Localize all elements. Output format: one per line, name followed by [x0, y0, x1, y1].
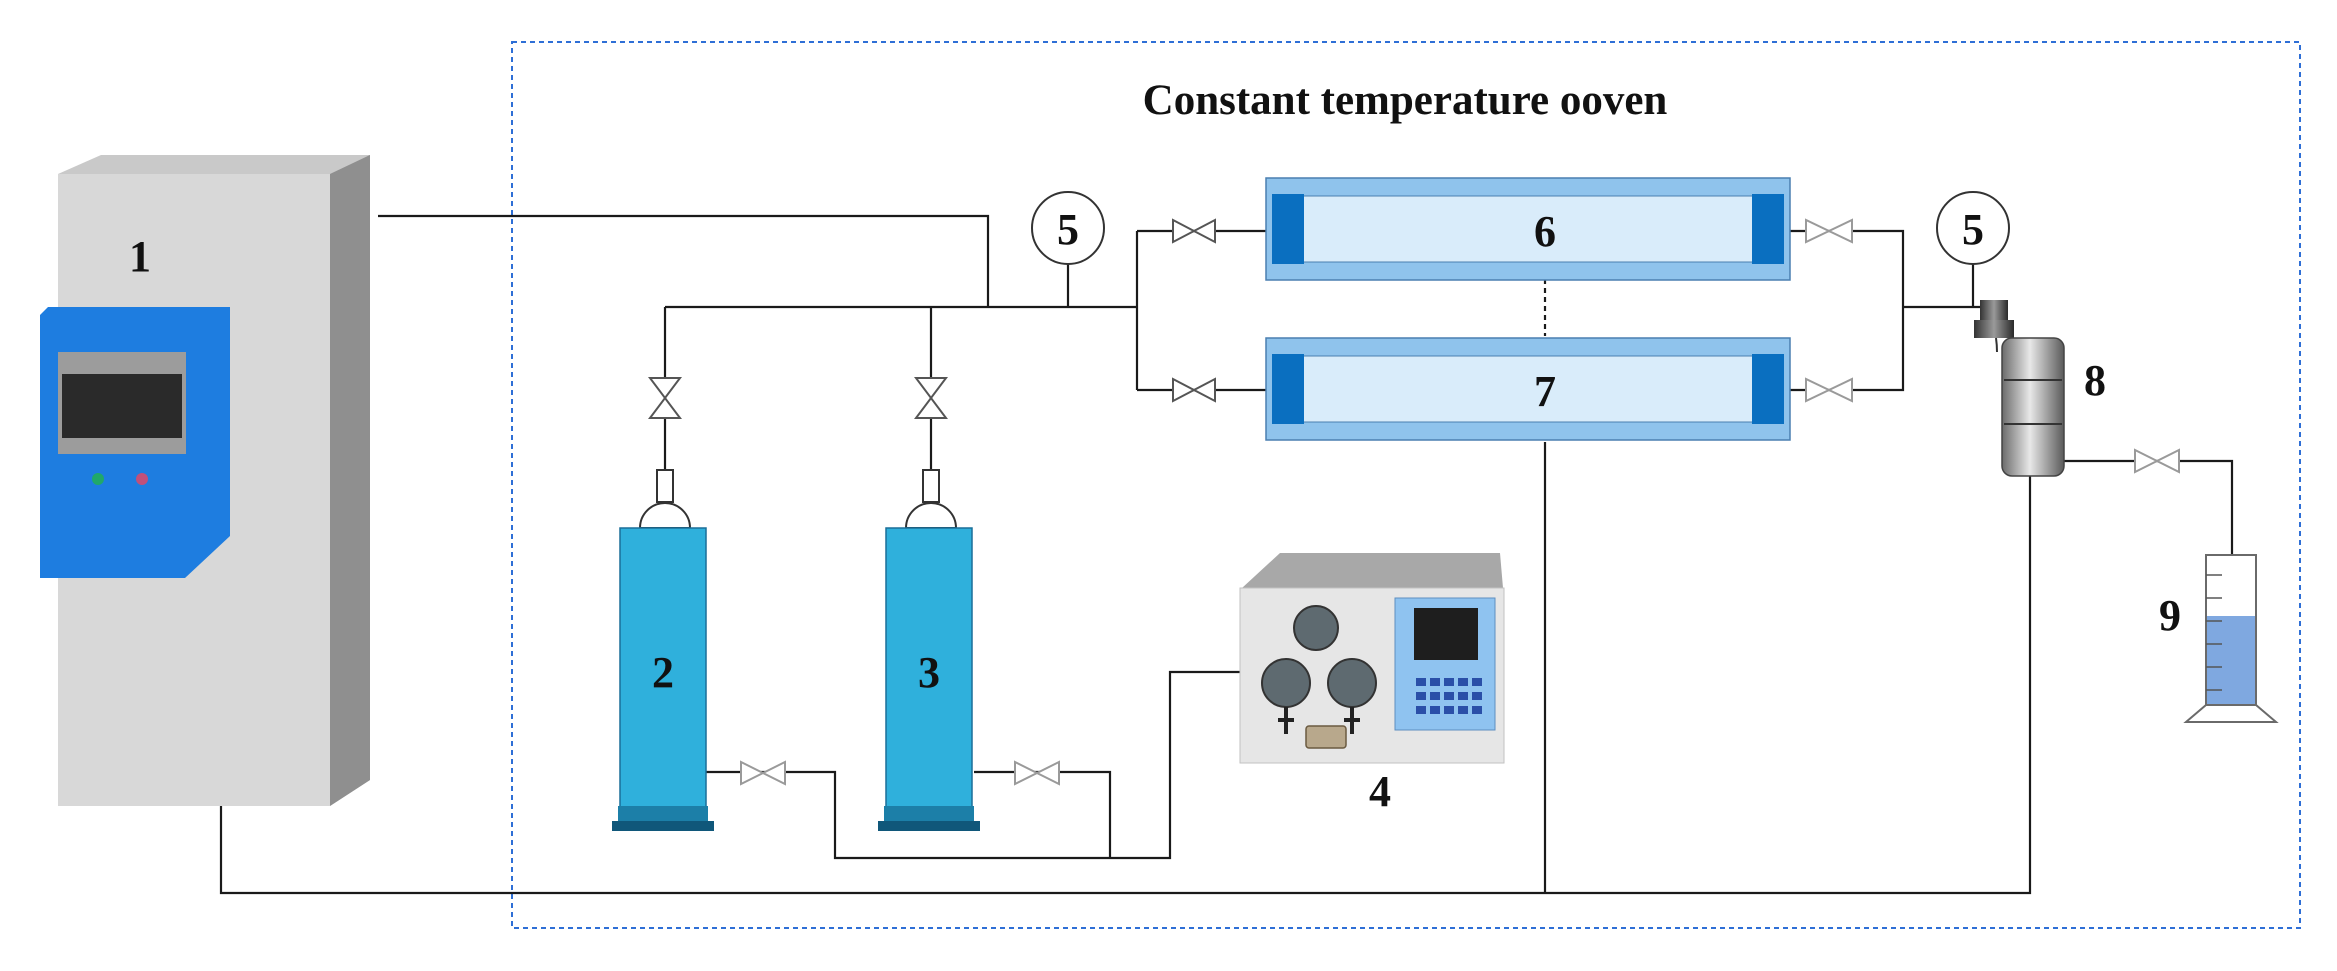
- valve-holder-7-outlet: [1805, 377, 1853, 403]
- label-gauge-outlet: 5: [1962, 205, 1984, 254]
- valve-cylinder-2-outlet: [740, 760, 786, 786]
- valve-cylinder-2: [648, 377, 682, 419]
- measuring-cylinder: 9: [2159, 554, 2279, 723]
- valve-holder-6-inlet: [1172, 218, 1216, 244]
- valve-cylinder-3: [914, 377, 948, 419]
- label-core-holder-6: 6: [1534, 207, 1556, 256]
- controller-cabinet: 1: [40, 155, 370, 806]
- label-core-holder-7: 7: [1534, 367, 1556, 416]
- cylinder-2: 2: [612, 469, 714, 831]
- pump-screen: [1414, 608, 1478, 660]
- pump: 4: [1239, 553, 1505, 816]
- label-gauge-inlet: 5: [1057, 205, 1079, 254]
- label-cylinder-2: 2: [652, 648, 674, 697]
- label-cylinder-3: 3: [918, 648, 940, 697]
- pressure-gauge-outlet: 5: [1936, 191, 2010, 265]
- status-light-red: [136, 473, 148, 485]
- valve-holder-7-inlet: [1172, 377, 1216, 403]
- status-light-green: [92, 473, 104, 485]
- oven-title: Constant temperature ooven: [1143, 77, 1668, 124]
- core-holder-6: 6: [1265, 177, 1791, 281]
- measuring-cylinder-liquid: [2207, 616, 2255, 705]
- core-holder-7: 7: [1265, 337, 1791, 441]
- label-controller: 1: [129, 232, 151, 281]
- valve-cylinder-3-outlet: [1014, 760, 1060, 786]
- label-pump: 4: [1369, 767, 1391, 816]
- piping: [219, 214, 2234, 895]
- back-pressure-valve: 8: [1974, 300, 2106, 477]
- cylinder-3: 3: [878, 469, 980, 831]
- valve-holder-6-outlet: [1805, 218, 1853, 244]
- pump-keypad: [1416, 678, 1482, 714]
- label-measuring-cylinder: 9: [2159, 591, 2181, 640]
- oven-boundary: [511, 41, 2301, 929]
- valve-bpv-outlet: [2134, 448, 2180, 474]
- pressure-gauge-inlet: 5: [1031, 191, 1105, 265]
- label-back-pressure-valve: 8: [2084, 356, 2106, 405]
